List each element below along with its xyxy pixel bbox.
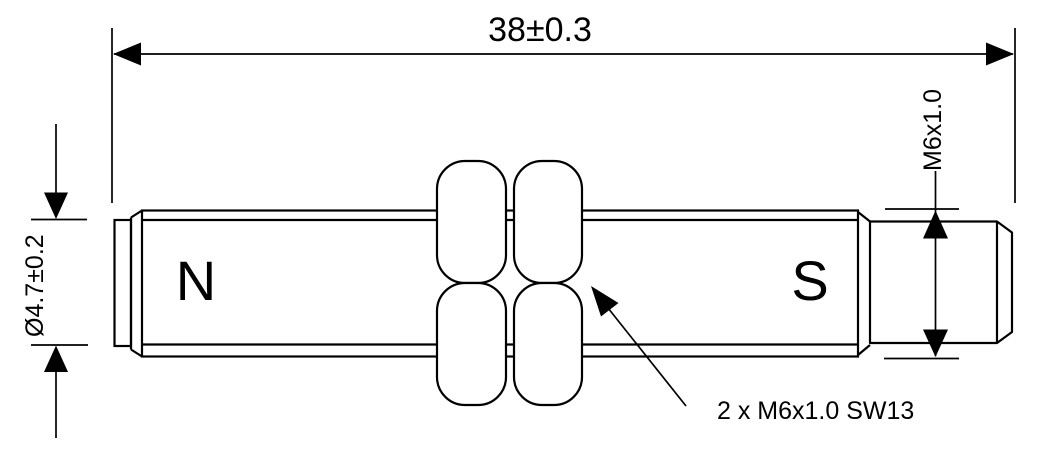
arrowhead-down-icon xyxy=(923,329,948,357)
arrowhead-down-icon xyxy=(44,192,68,219)
leader-arrowhead-icon xyxy=(591,286,619,317)
arrowhead-right-icon xyxy=(986,42,1014,66)
end-cap-bottom-chamfer xyxy=(130,348,143,358)
leader-line xyxy=(607,307,687,407)
arrowhead-left-icon xyxy=(113,42,141,66)
north-pole-label: N xyxy=(176,249,216,312)
nut-callout-label: 2 x M6x1.0 SW13 xyxy=(717,397,914,425)
diameter-dimension-label: Ø4.7±0.2 xyxy=(21,234,49,337)
hex-nuts xyxy=(435,159,584,407)
hex-nut-1-upper-facet xyxy=(435,159,508,285)
stud-outline xyxy=(868,220,1014,345)
hex-nut-1-lower-facet xyxy=(435,281,508,407)
threaded-stud xyxy=(857,211,1014,356)
arrowhead-up-icon xyxy=(44,345,68,372)
overall-length-dimension: 38±0.3 xyxy=(111,11,1016,203)
stud-collar-top-chamfer xyxy=(857,211,871,223)
thread-spec-label: M6x1.0 xyxy=(919,89,947,171)
diameter-dimension: Ø4.7±0.2 xyxy=(21,124,88,438)
south-pole-label: S xyxy=(791,249,828,312)
thread-dimension: M6x1.0 xyxy=(884,89,959,360)
end-cap-face xyxy=(113,218,133,348)
hex-nut-2-upper-facet xyxy=(512,159,584,285)
stud-collar-bottom-chamfer xyxy=(857,344,871,356)
hex-nut-2-lower-facet xyxy=(512,281,584,407)
arrowhead-up-icon xyxy=(923,210,948,239)
overall-length-label: 38±0.3 xyxy=(488,11,592,49)
nut-callout: 2 x M6x1.0 SW13 xyxy=(591,286,914,425)
end-cap xyxy=(113,209,143,358)
end-cap-top-chamfer xyxy=(130,209,143,219)
